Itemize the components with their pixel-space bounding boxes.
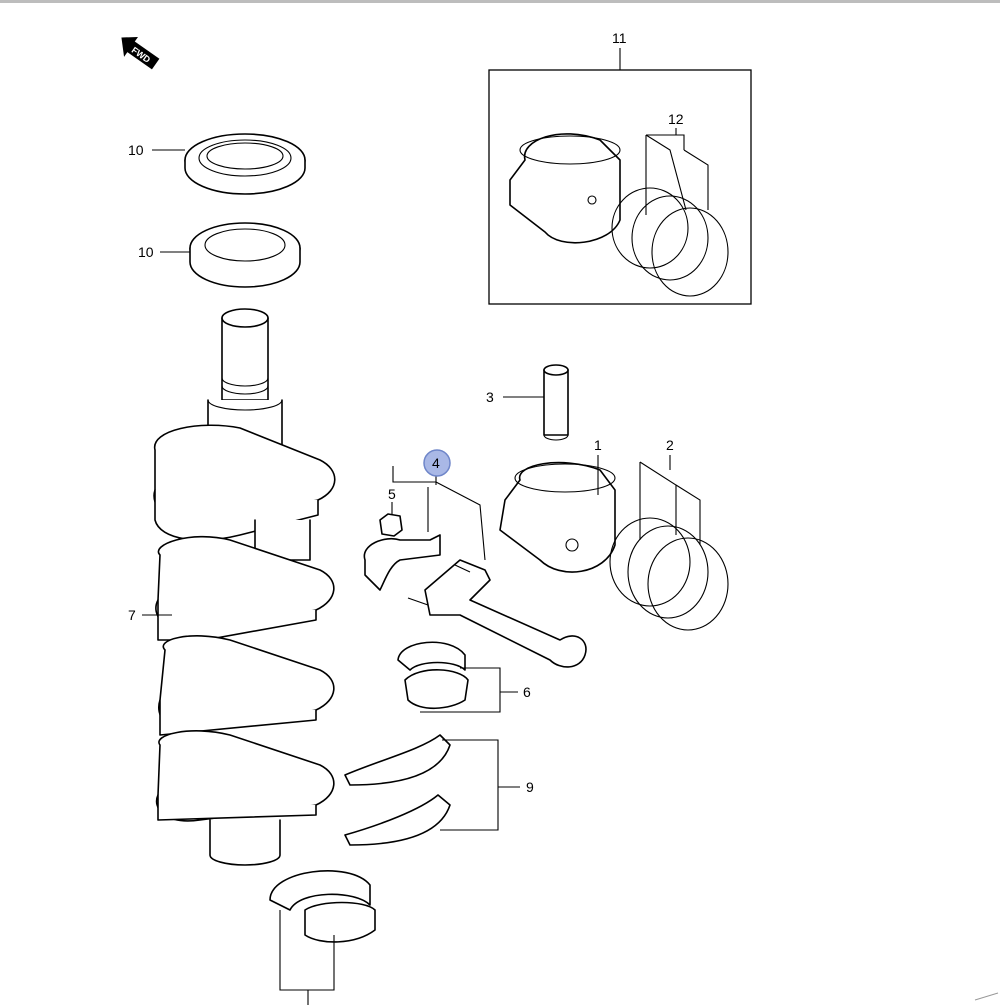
piston-pin	[543, 364, 569, 441]
callout-label: 10	[128, 142, 144, 158]
thrust-washers	[344, 734, 451, 846]
oil-seal-lower	[189, 222, 301, 288]
connecting-rod	[363, 534, 587, 668]
piston-boxed	[509, 133, 621, 244]
callout-label: 7	[128, 607, 136, 623]
callout-2[interactable]: 2	[666, 437, 674, 453]
callout-4-highlighted[interactable]: 4	[423, 449, 451, 477]
leader-lines	[142, 48, 709, 1005]
callout-12[interactable]: 12	[668, 111, 684, 127]
callout-label: 6	[523, 684, 531, 700]
callout-10-upper[interactable]: 10	[128, 142, 144, 158]
piston-rings	[609, 517, 729, 631]
main-bearing	[269, 870, 376, 943]
callout-label: 9	[526, 779, 534, 795]
callout-label: 10	[138, 244, 154, 260]
piston	[499, 461, 616, 573]
conrod-bearings	[397, 641, 469, 710]
callout-3[interactable]: 3	[486, 389, 494, 405]
callout-label: 4	[432, 455, 440, 471]
crankshaft	[153, 308, 336, 866]
callout-6[interactable]: 6	[523, 684, 531, 700]
callout-1[interactable]: 1	[594, 437, 602, 453]
callout-label: 11	[612, 30, 627, 46]
callout-10-lower[interactable]: 10	[138, 244, 154, 260]
callout-9[interactable]: 9	[526, 779, 534, 795]
corner-mark	[974, 992, 999, 1001]
top-border	[0, 0, 1000, 3]
nut	[379, 513, 403, 537]
callout-5[interactable]: 5	[388, 486, 396, 502]
callout-label: 12	[668, 111, 684, 127]
oil-seal-upper	[184, 133, 306, 195]
callout-11[interactable]: 11	[612, 30, 627, 46]
fwd-arrow-icon: FWD	[121, 36, 160, 70]
callout-label: 5	[388, 486, 396, 502]
piston-rings-boxed	[611, 187, 729, 297]
callout-label: 3	[486, 389, 494, 405]
callout-label: 2	[666, 437, 674, 453]
callout-4-highlight-circle	[423, 449, 451, 477]
callout-label: 1	[594, 437, 602, 453]
callout-7[interactable]: 7	[128, 607, 136, 623]
